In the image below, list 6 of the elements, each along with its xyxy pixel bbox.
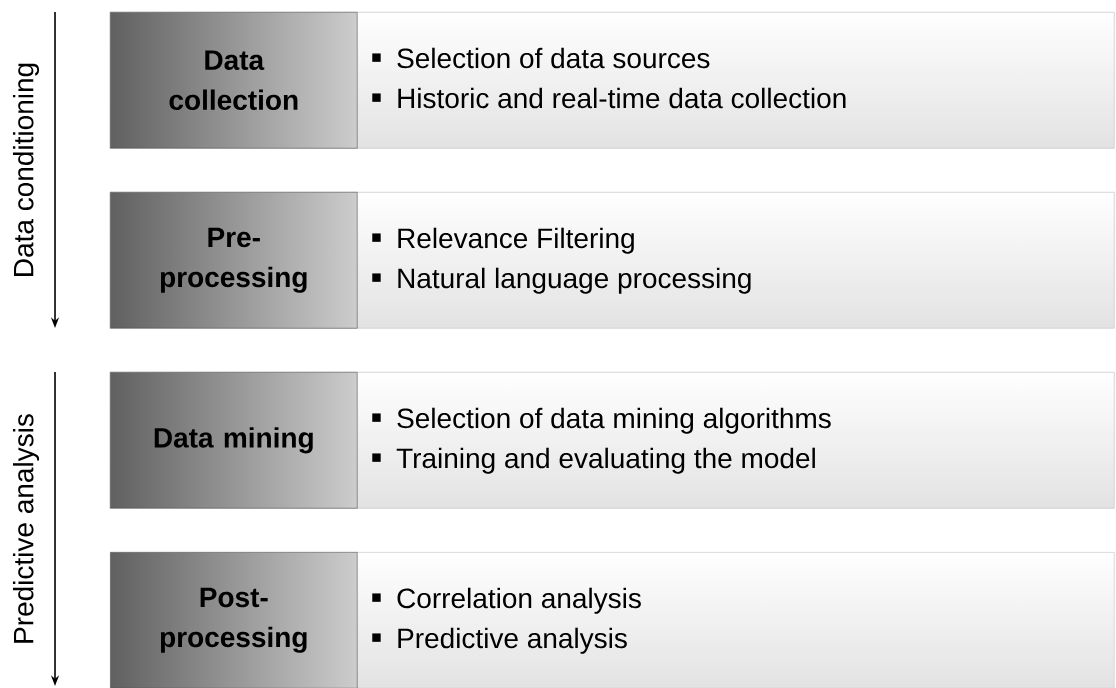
phase-label: Data conditioning xyxy=(12,63,40,276)
stage-box: Pre-processing xyxy=(110,192,358,329)
phase-label: Predictive analysis xyxy=(12,414,40,643)
stage-box: Data mining xyxy=(110,372,358,509)
stage-box: Data collection xyxy=(110,12,358,149)
stage-box: Post-processing xyxy=(110,552,358,688)
